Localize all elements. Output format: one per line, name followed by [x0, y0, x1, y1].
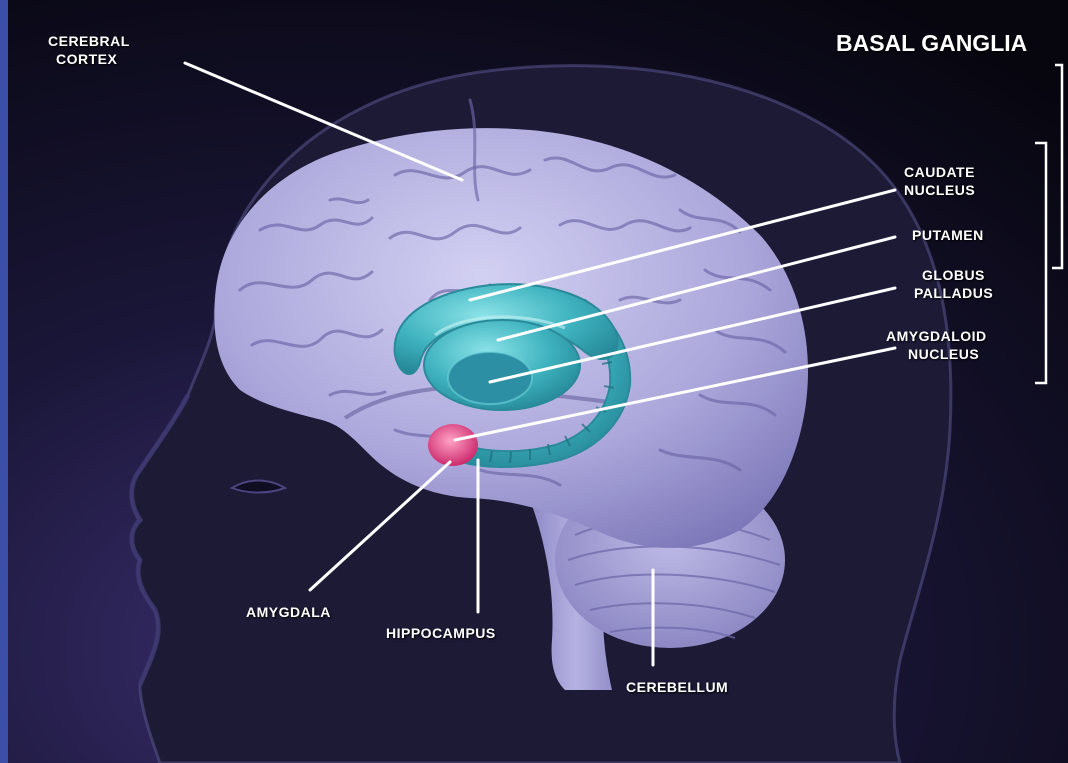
globus-palladus-shape	[448, 352, 532, 404]
amygdala-shape	[428, 424, 478, 466]
amygdaloid-nucleus-label: AMYGDALOID NUCLEUS	[886, 327, 987, 363]
amygdaloid-nucleus-label-line2: NUCLEUS	[886, 345, 987, 363]
cerebral-cortex-label-line1: CEREBRAL	[48, 32, 130, 50]
caudate-nucleus-label-line1: CAUDATE	[904, 163, 975, 181]
globus-palladus-label: GLOBUS PALLADUS	[914, 266, 993, 302]
globus-palladus-label-line2: PALLADUS	[914, 284, 993, 302]
cerebellum-label: CEREBELLUM	[626, 678, 728, 696]
amygdaloid-nucleus-label-line1: AMYGDALOID	[886, 327, 987, 345]
basal-ganglia-heading: BASAL GANGLIA	[836, 30, 1027, 56]
caudate-nucleus-label-line2: NUCLEUS	[904, 181, 975, 199]
globus-palladus-label-line1: GLOBUS	[914, 266, 993, 284]
putamen-label: PUTAMEN	[912, 226, 984, 244]
amygdala-label: AMYGDALA	[246, 603, 331, 621]
cerebral-cortex-label: CEREBRAL CORTEX	[48, 32, 130, 68]
left-edge-strip	[0, 0, 8, 763]
cerebral-cortex-label-line2: CORTEX	[48, 50, 130, 68]
hippocampus-label: HIPPOCAMPUS	[386, 624, 496, 642]
caudate-nucleus-label: CAUDATE NUCLEUS	[904, 163, 975, 199]
